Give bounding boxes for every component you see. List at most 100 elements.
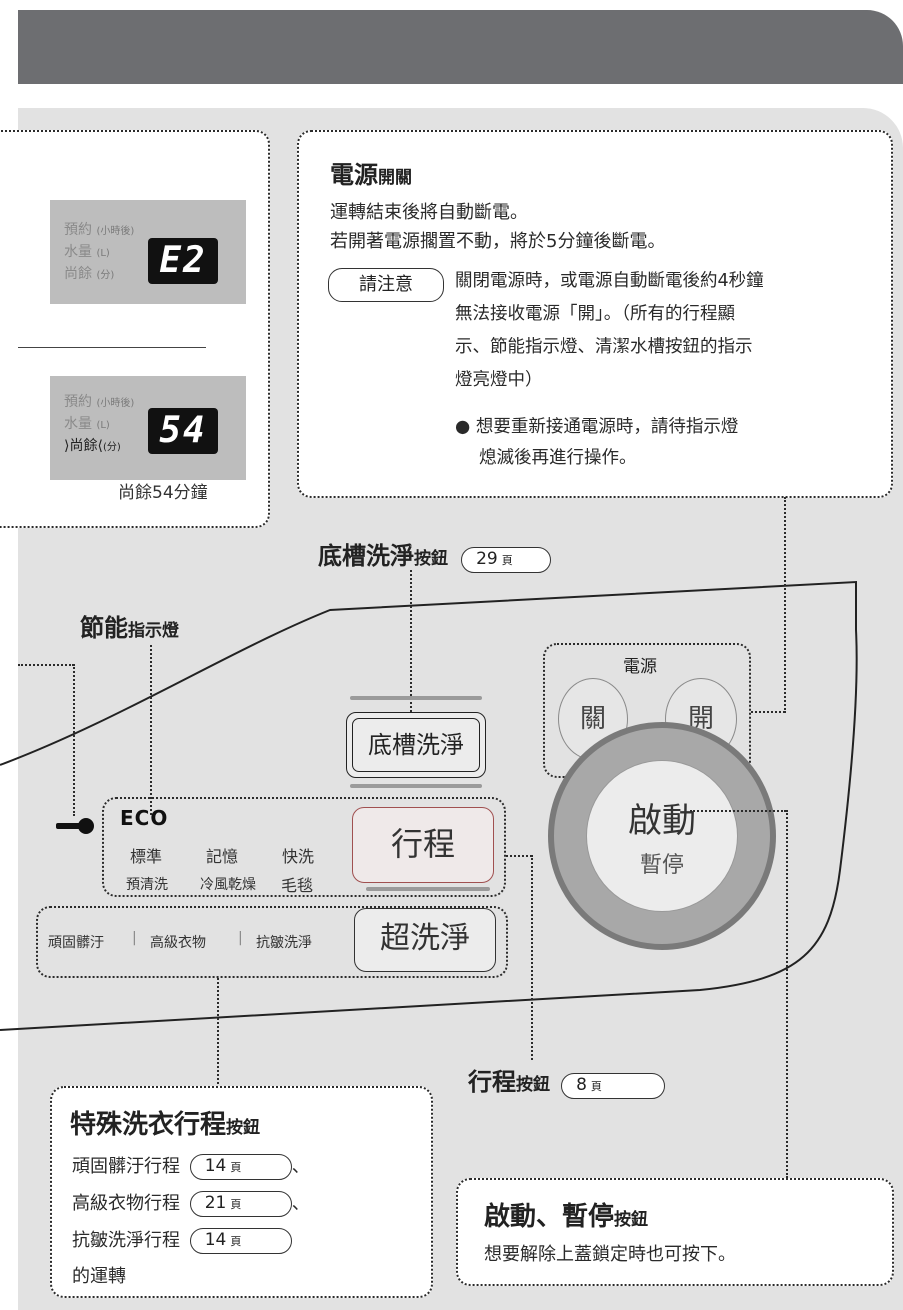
start-title: 啟動、暫停按鈕 (484, 1196, 648, 1233)
special-leader (217, 978, 219, 1088)
course-button[interactable]: 行程 (352, 807, 494, 883)
notice-line4: 燈亮燈中） (455, 370, 543, 390)
display-divider (18, 347, 206, 348)
tub-clean-button[interactable]: 底槽洗淨 (346, 712, 486, 778)
special-item-1-comma: 、 (291, 1156, 310, 1177)
power-title-small: 開關 (378, 168, 412, 188)
tub-clean-leader (410, 570, 412, 712)
tub-clean-indicator-bottom (350, 784, 482, 788)
eco-title-big: 節能 (80, 614, 128, 642)
tub-clean-page-num: 29 (476, 548, 498, 569)
special-item-3-page-unit: 頁 (230, 1235, 242, 1248)
start-info-box (456, 1178, 894, 1286)
course-indicator (366, 887, 490, 891)
mode-blanket: 毛毯 (281, 876, 314, 895)
header-bar (18, 10, 903, 84)
special-title: 特殊洗衣行程按鈕 (70, 1104, 260, 1141)
power-title-big: 電源 (330, 161, 378, 189)
tub-clean-button-inner: 底槽洗淨 (352, 718, 480, 772)
lcd2-label-water: 水量 (64, 416, 92, 432)
tub-clean-title-small: 按鈕 (414, 549, 448, 569)
tub-clean-indicator (350, 696, 482, 700)
start-title-big: 啟動、暫停 (484, 1202, 615, 1232)
special-item-1-page-unit: 頁 (230, 1161, 242, 1174)
notice-line2: 無法接收電源「開」。（所有的行程顯 (455, 304, 735, 324)
super-wash-button[interactable]: 超洗淨 (354, 908, 496, 972)
power-leader-v (784, 497, 786, 713)
special-title-big: 特殊洗衣行程 (70, 1110, 227, 1140)
key-icon (56, 818, 96, 834)
bullet-line1: ● 想要重新接通電源時，請待指示燈 (455, 417, 739, 437)
power-title: 電源開關 (330, 155, 412, 190)
course-page-num: 8 (576, 1074, 587, 1095)
notice-line3: 示、節能指示燈、清潔水槽按鈕的指示 (455, 337, 753, 357)
power-line2: 若開著電源擱置不動，將於5分鐘後斷電。 (330, 231, 666, 252)
mode-standard: 標準 (130, 847, 163, 866)
segment-display-error: E2 (148, 238, 218, 284)
course-leader-v (531, 855, 533, 1060)
course-title-big: 行程 (468, 1068, 516, 1096)
eco-title: 節能指示燈 (80, 608, 179, 643)
mode-prewash: 預清洗 (126, 877, 168, 893)
mode-tough-stain: 頑固髒汙 (48, 935, 104, 951)
power-group-label: 電源 (623, 657, 657, 677)
special-item-2-comma: 、 (291, 1193, 310, 1214)
course-title-small: 按鈕 (516, 1075, 550, 1095)
eco-leader (150, 645, 152, 815)
lcd-unit-reserve: (小時後) (96, 226, 135, 237)
tub-clean-title-big: 底槽洗淨 (318, 542, 414, 570)
start-leader-h (690, 810, 786, 812)
lcd2-unit-water: (L) (96, 420, 110, 431)
control-panel-outline (0, 580, 858, 1031)
special-footer: 的運轉 (72, 1266, 126, 1287)
power-info-box (297, 130, 893, 498)
mode-cold-dry: 冷風乾燥 (200, 877, 256, 893)
mode-separator-1: | (132, 930, 137, 946)
start-leader-v (786, 810, 788, 1178)
special-item-3-label: 抗皺洗淨行程 (72, 1230, 180, 1251)
start-desc: 想要解除上蓋鎖定時也可按下。 (484, 1244, 736, 1265)
lcd-error: 預約 (小時後) 水量 (L) 尚餘 (分) E2 (50, 200, 246, 304)
lcd-label-water: 水量 (64, 244, 92, 260)
lcd-unit-remain: (分) (96, 270, 115, 281)
mode-memory: 記憶 (206, 847, 239, 866)
lcd-unit-water: (L) (96, 248, 110, 259)
mode-delicate: 高級衣物 (150, 935, 206, 951)
mode-separator-2: | (238, 930, 243, 946)
lcd2-unit-reserve: (小時後) (96, 398, 135, 409)
lcd-label-remain: 尚餘 (64, 266, 92, 282)
notice-line1: 關閉電源時，或電源自動斷電後約4秒鐘 (455, 271, 764, 291)
course-leader-h (506, 855, 532, 857)
bullet-line2: 熄滅後再進行操作。 (479, 448, 637, 468)
power-line1: 運轉結束後將自動斷電。 (330, 202, 528, 223)
start-pause-button[interactable]: 啟動 暫停 (586, 760, 738, 912)
start-label: 啟動 (628, 801, 696, 841)
remain-caption: 尚餘54分鐘 (118, 483, 208, 503)
super-wash-area (36, 906, 508, 978)
course-area (102, 797, 506, 897)
notice-badge: 請注意 (328, 268, 444, 302)
special-item-1-page-num: 14 (204, 1156, 227, 1176)
eco-logo: ECO (120, 806, 169, 830)
lcd2-unit-remain: (分) (102, 442, 121, 453)
special-item-2-label: 高級衣物行程 (72, 1193, 180, 1214)
segment-display-remain: 54 (148, 408, 218, 454)
special-item-2-page-num: 21 (204, 1193, 227, 1213)
eco-title-small: 指示燈 (128, 621, 179, 641)
mode-anti-wrinkle: 抗皺洗淨 (256, 935, 312, 951)
lcd2-label-remain: 尚餘 (69, 438, 98, 454)
lcd-remain: 預約 (小時後) 水量 (L) ⟩尚餘⟨(分) 54 (50, 376, 246, 480)
mode-quick: 快洗 (282, 847, 315, 866)
special-item-2-page-unit: 頁 (230, 1198, 242, 1211)
special-item-1-label: 頑固髒汙行程 (72, 1156, 180, 1177)
special-title-small: 按鈕 (226, 1118, 261, 1138)
lock-leader-v (73, 664, 75, 816)
power-leader-h (751, 711, 785, 713)
